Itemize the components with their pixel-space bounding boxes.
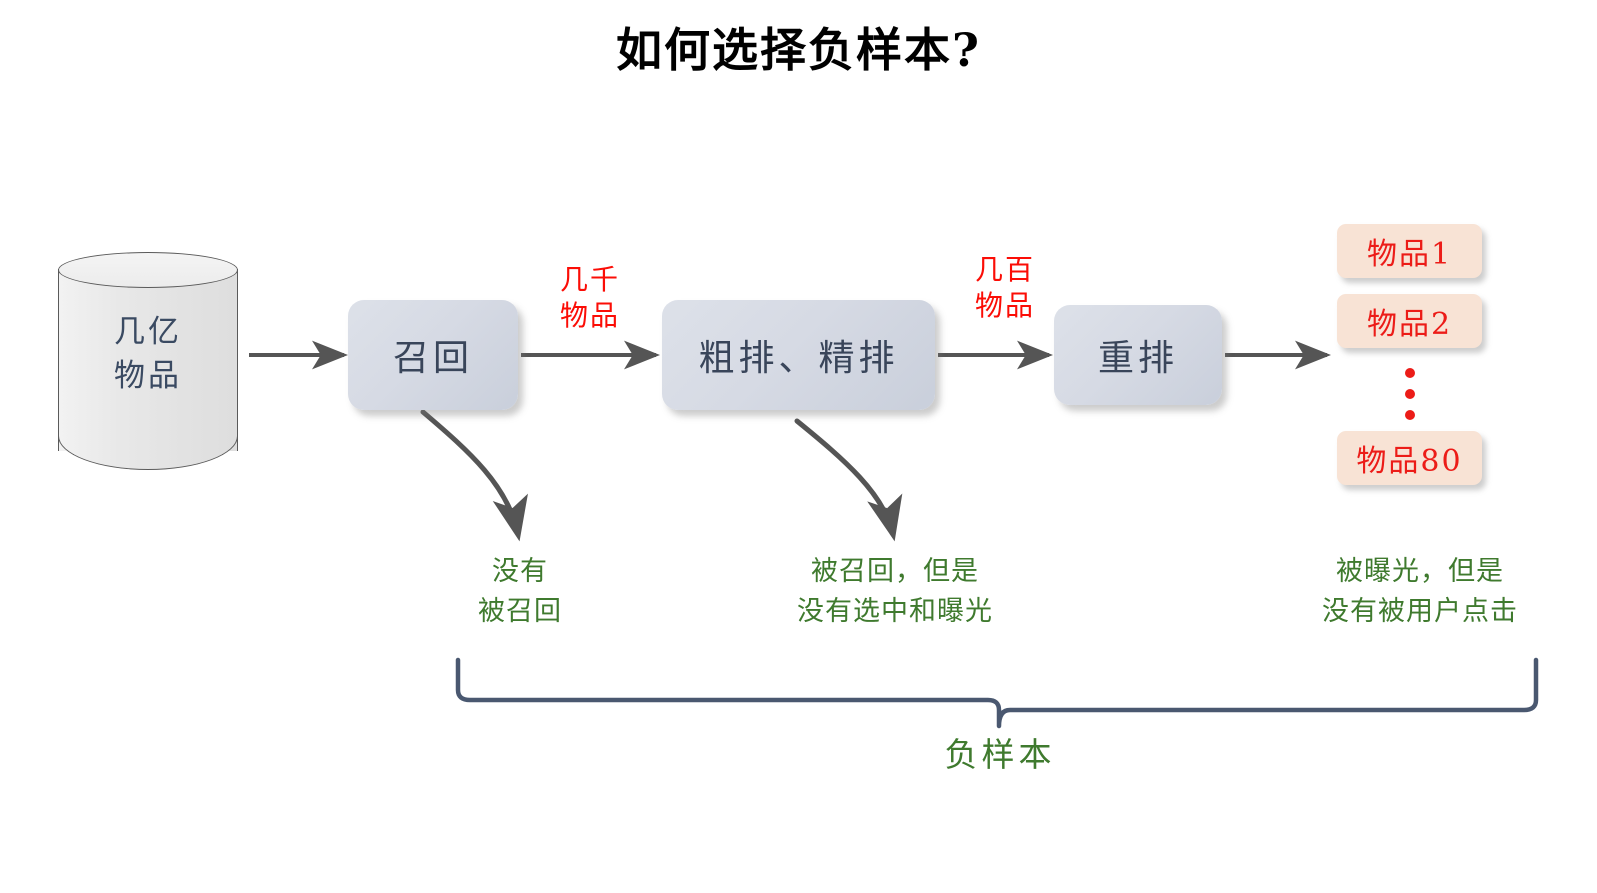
annotation-recalled-not-impressed-line1: 被召回，但是 [811,556,979,587]
page-title: 如何选择负样本? [616,23,981,77]
annotation-impressed-not-clicked-line1: 被曝光，但是 [1336,556,1504,587]
annotation-not-recalled-line2: 被召回 [478,596,562,627]
flow-quantity-after-recall: 几千 物品 [530,262,650,334]
stage-label-rank: 粗排、精排 [698,338,899,379]
flow-quantity-after-rank-line1: 几百 [974,253,1035,286]
arrow-recall-drop [420,409,528,542]
result-items-ellipsis-icon [1337,368,1482,420]
flow-quantity-after-recall-line1: 几千 [559,263,620,296]
result-item-2-label: 物品2 [1366,307,1453,342]
negative-sample-brace-label: 负样本 [944,735,1056,774]
stage-label-recall: 召回 [392,338,473,379]
source-label-line2: 物品 [114,358,182,394]
stage-label-rerank: 重排 [1097,338,1178,379]
source-cylinder: 几亿 物品 [58,252,240,470]
annotation-impressed-not-clicked-line2: 没有被用户点击 [1322,596,1518,627]
result-item-1[interactable]: 物品1 [1337,224,1482,278]
ellipsis-dot-1 [1404,368,1415,378]
arrow-rank-drop [794,418,903,542]
ellipsis-dot-3 [1404,410,1415,420]
annotation-recalled-not-impressed-line2: 没有选中和曝光 [797,596,993,627]
flow-quantity-after-recall-line2: 物品 [559,299,620,332]
negative-sample-brace [455,657,1539,729]
annotation-impressed-not-clicked: 被曝光，但是 没有被用户点击 [1255,552,1585,632]
stage-box-recall[interactable]: 召回 [348,300,518,410]
result-item-last-label: 物品80 [1356,444,1463,479]
source-label-line1: 几亿 [114,314,182,350]
flow-quantity-after-rank-line2: 物品 [974,289,1035,322]
cylinder-top-ellipse [58,252,238,288]
stage-box-rerank[interactable]: 重排 [1054,305,1222,405]
ellipsis-dot-2 [1404,389,1415,399]
annotation-recalled-not-impressed: 被召回，但是 没有选中和曝光 [735,552,1055,632]
cylinder-bottom-ellipse [58,434,238,470]
result-item-1-label: 物品1 [1366,237,1453,272]
flow-quantity-after-rank: 几百 物品 [945,252,1065,324]
result-item-last[interactable]: 物品80 [1337,431,1482,485]
source-label: 几亿 物品 [58,310,238,398]
cylinder-body [58,269,238,451]
annotation-not-recalled: 没有 被召回 [420,552,620,632]
stage-box-rank[interactable]: 粗排、精排 [662,300,935,410]
annotation-not-recalled-line1: 没有 [492,556,548,587]
result-item-2[interactable]: 物品2 [1337,294,1482,348]
